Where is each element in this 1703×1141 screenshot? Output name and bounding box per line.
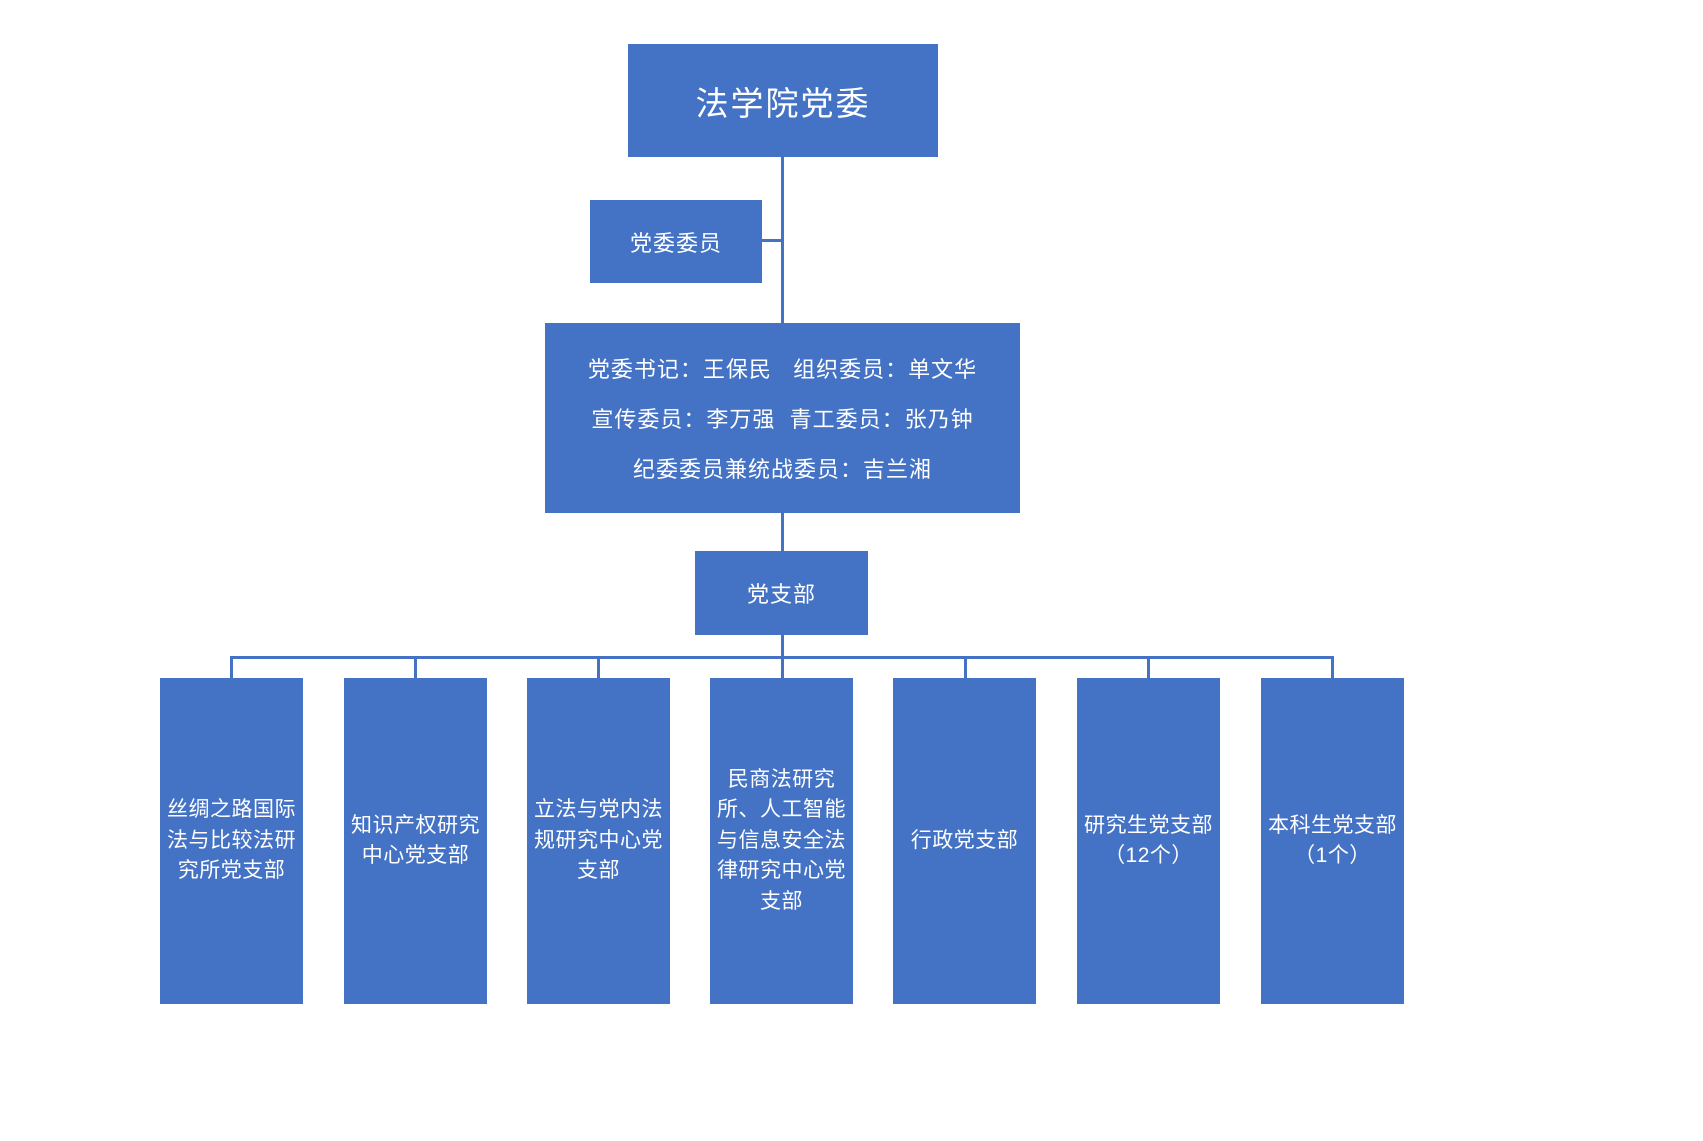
connector-root-to-detail (781, 157, 784, 323)
branch-box-label: 立法与党内法规研究中心党支部 (534, 798, 663, 883)
connector-drop-2 (414, 656, 417, 678)
connector-hub-to-bar (781, 635, 784, 658)
branch-box: 知识产权研究中心党支部 (344, 678, 487, 1004)
org-box-committee-members-label: 党委委员 (629, 230, 722, 256)
branch-box: 研究生党支部（12个） (1077, 678, 1220, 1004)
branch-box: 民商法研究所、人工智能与信息安全法律研究中心党支部 (710, 678, 853, 1004)
branch-box-label: 知识产权研究中心党支部 (351, 813, 480, 867)
org-box-party-branch-label: 党支部 (746, 582, 816, 607)
org-box-committee-members: 党委委员 (590, 200, 762, 283)
connector-drop-4 (781, 656, 784, 678)
connector-drop-6 (1147, 656, 1150, 678)
connector-drop-5 (964, 656, 967, 678)
connector-drop-3 (597, 656, 600, 678)
branch-box-label: 丝绸之路国际法与比较法研究所党支部 (167, 798, 296, 883)
branch-box: 立法与党内法规研究中心党支部 (527, 678, 670, 1004)
branch-box: 本科生党支部（1个） (1261, 678, 1404, 1004)
org-box-root-label: 法学院党委 (695, 84, 871, 122)
branch-box-label: 本科生党支部（1个） (1268, 813, 1397, 867)
connector-drop-7 (1331, 656, 1334, 678)
connector-detail-to-hub (781, 513, 784, 551)
branch-box: 丝绸之路国际法与比较法研究所党支部 (160, 678, 303, 1004)
committee-detail-line: 宣传委员：李万强 青工委员：张乃钟 (591, 407, 974, 432)
branch-box: 行政党支部 (893, 678, 1036, 1004)
branch-box-label: 研究生党支部（12个） (1084, 813, 1213, 867)
org-box-root: 法学院党委 (628, 44, 938, 157)
committee-detail-line: 党委书记：王保民 组织委员：单文华 (587, 357, 978, 382)
org-box-party-branch: 党支部 (695, 551, 868, 635)
connector-members-to-trunk (762, 239, 782, 242)
branch-box-label: 行政党支部 (910, 828, 1019, 852)
connector-drop-1 (230, 656, 233, 678)
branch-box-label: 民商法研究所、人工智能与信息安全法律研究中心党支部 (717, 767, 846, 913)
org-box-committee-detail: 党委书记：王保民 组织委员：单文华 宣传委员：李万强 青工委员：张乃钟 纪委委员… (545, 323, 1020, 513)
committee-detail-line: 纪委委员兼统战委员：吉兰湘 (632, 457, 932, 482)
